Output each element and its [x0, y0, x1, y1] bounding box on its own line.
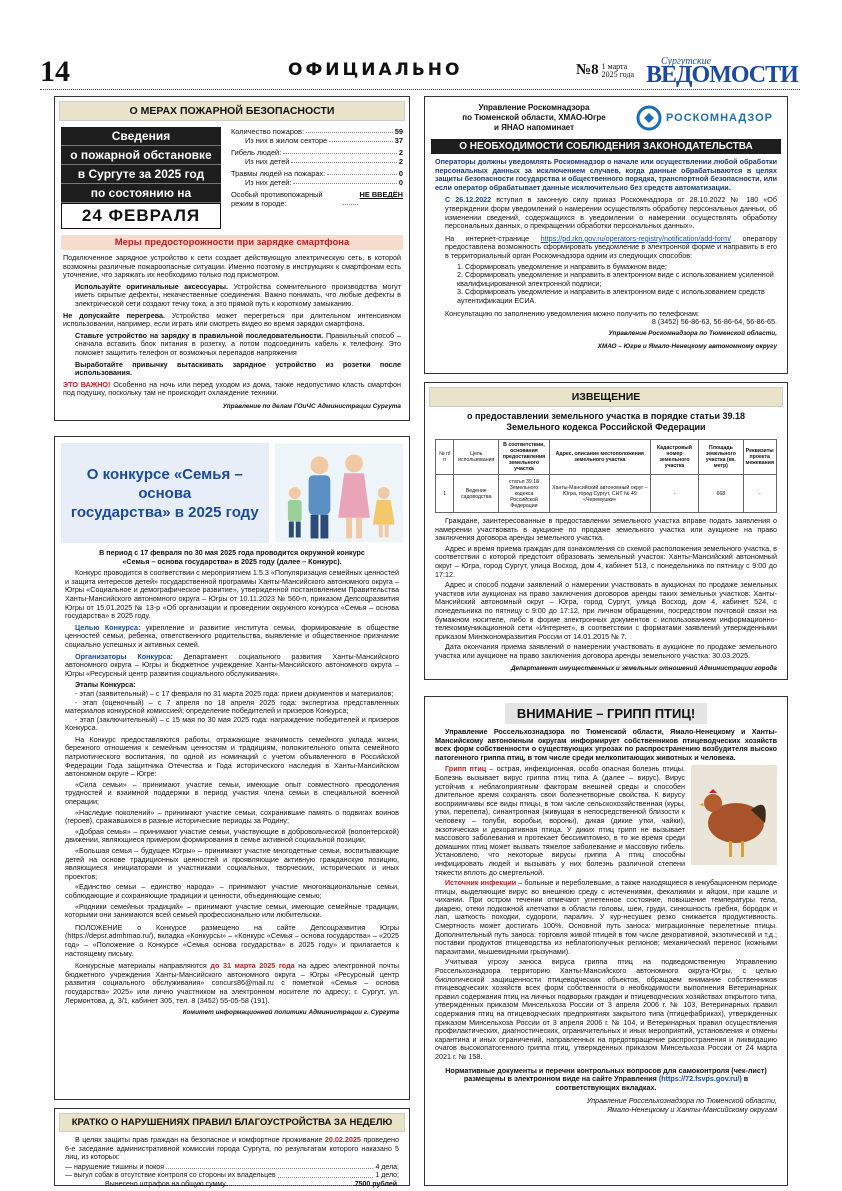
bird-flu-title: ВНИМАНИЕ – ГРИПП ПТИЦ! — [505, 703, 707, 724]
bird-flu-section: ВНИМАНИЕ – ГРИПП ПТИЦ! Управление Россел… — [424, 696, 788, 1186]
fsvps-link[interactable]: (https://72.fsvps.gov.ru/) — [658, 1074, 742, 1084]
table-row: 1 Ведение садоводства статья 39.18 Земел… — [434, 474, 777, 513]
rkn-link[interactable]: https://pd.rkn.gov.ru/operators-registry… — [540, 233, 732, 243]
rubric-title: ОФИЦИАЛЬНО — [288, 60, 463, 80]
logo-top-text: Сургутские — [661, 56, 712, 67]
fire-section-title: О МЕРАХ ПОЖАРНОЙ БЕЗОПАСНОСТИ — [59, 101, 405, 121]
fire-body: Подключенное зарядное устройство к сети … — [63, 253, 402, 410]
violations-body: В целях защиты прав граждан на безопасно… — [65, 1135, 399, 1188]
fire-subtitle: Меры предосторожности при зарядке смартф… — [61, 235, 403, 250]
violations-section: КРАТКО О НАРУШЕНИЯХ ПРАВИЛ БЛАГОУСТРОЙСТ… — [54, 1108, 410, 1188]
rkn-body: Операторы должны уведомлять Роскомнадзор… — [435, 157, 777, 351]
land-notice-section: ИЗВЕЩЕНИЕ о предоставлении земельного уч… — [424, 382, 788, 680]
fire-signature: Управление по делам ГОиЧС Администрации … — [222, 402, 401, 410]
bird-flu-body: Управление Россельхознадзора по Тюменско… — [435, 727, 777, 1114]
contest-body: В период с 17 февраля по 30 мая 2025 год… — [65, 548, 399, 1017]
family-illustration — [274, 443, 403, 543]
land-notice-body: Граждане, заинтересованные в предоставле… — [435, 516, 777, 672]
newspaper-logo[interactable]: Сургутские ВЕДОМОСТИ — [646, 56, 799, 90]
land-notice-table: № п/п Цель использования В соответствии,… — [434, 439, 777, 513]
fire-safety-section: О МЕРАХ ПОЖАРНОЙ БЕЗОПАСНОСТИ Сведения о… — [54, 96, 410, 421]
chicken-image — [691, 765, 777, 866]
rkn-title: О НЕОБХОДИМОСТИ СОБЛЮДЕНИЯ ЗАКОНОДАТЕЛЬС… — [431, 139, 781, 154]
page-header — [40, 55, 800, 90]
logo-main-text: ВЕДОМОСТИ — [646, 62, 799, 88]
fire-stats-heading: Сведения о пожарной обстановке в Сургуте… — [61, 127, 221, 229]
page-number: 14 — [40, 55, 70, 88]
land-notice-label: ИЗВЕЩЕНИЕ — [429, 387, 783, 407]
fire-date: 24 ФЕВРАЛЯ — [61, 203, 221, 229]
fire-stats-list: Количество пожаров:59 Из них в жилом сек… — [231, 127, 403, 208]
land-notice-title: о предоставлении земельного участка в по… — [466, 411, 746, 432]
rkn-logo: РОСКОМНАДЗОР — [636, 103, 773, 133]
issue-number: №8 — [576, 62, 599, 78]
violations-title: КРАТКО О НАРУШЕНИЯХ ПРАВИЛ БЛАГОУСТРОЙСТ… — [59, 1113, 405, 1132]
rkn-logo-icon — [636, 105, 662, 131]
